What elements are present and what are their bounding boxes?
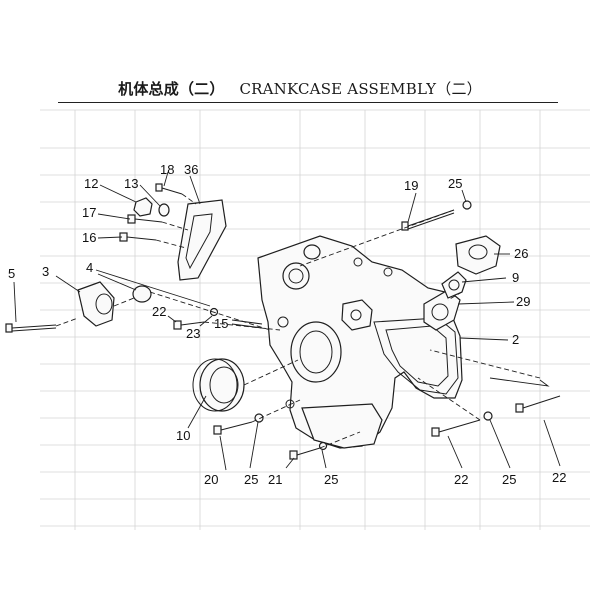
callout-21: 21 bbox=[268, 472, 282, 487]
callout-15: 15 bbox=[214, 316, 228, 331]
callout-36: 36 bbox=[184, 162, 198, 177]
bolt-part-22-lower-mid bbox=[431, 419, 481, 437]
callout-3: 3 bbox=[42, 264, 49, 279]
callout-10: 10 bbox=[176, 428, 190, 443]
bolt-part-21 bbox=[289, 447, 321, 460]
bolt-part-20 bbox=[213, 421, 253, 435]
callout-13: 13 bbox=[124, 176, 138, 191]
callout-26: 26 bbox=[514, 246, 528, 261]
assembly-axis-lines bbox=[55, 193, 550, 449]
callout-25-top: 25 bbox=[448, 176, 462, 191]
title-chinese: 机体总成（二） bbox=[118, 80, 225, 98]
bolt-part-22-lower-right bbox=[515, 395, 561, 413]
callout-18: 18 bbox=[160, 162, 174, 177]
callout-25-lower-left: 25 bbox=[244, 472, 258, 487]
callout-22-lower-right: 22 bbox=[552, 470, 566, 485]
callout-12: 12 bbox=[84, 176, 98, 191]
callout-16: 16 bbox=[82, 230, 96, 245]
callout-23: 23 bbox=[186, 326, 200, 341]
washer-part-25-lower-right bbox=[483, 411, 493, 421]
washer-part-13 bbox=[158, 203, 170, 217]
bolt-part-22-left bbox=[173, 320, 205, 330]
bolt-part-18 bbox=[155, 183, 183, 195]
title-rule bbox=[58, 102, 558, 103]
callout-9: 9 bbox=[512, 270, 519, 285]
cap-part-26 bbox=[455, 235, 501, 275]
washer-part-25-lower-mid bbox=[318, 441, 328, 451]
title-english: CRANKCASE ASSEMBLY（二） bbox=[239, 80, 482, 98]
fitting-part-9 bbox=[441, 271, 467, 299]
callout-22-lower-mid: 22 bbox=[454, 472, 468, 487]
leader-lines bbox=[13, 171, 561, 471]
callout-17: 17 bbox=[82, 205, 96, 220]
stud-part-15 bbox=[231, 319, 263, 329]
callout-20: 20 bbox=[204, 472, 218, 487]
washer-part-25-top bbox=[462, 200, 472, 210]
page-title: 机体总成（二） CRANKCASE ASSEMBLY（二） bbox=[0, 78, 600, 99]
callout-2: 2 bbox=[512, 332, 519, 347]
callout-22-left: 22 bbox=[152, 304, 166, 319]
callout-4: 4 bbox=[86, 260, 93, 275]
bracket-part-36 bbox=[177, 199, 227, 281]
callout-labels: 5 3 4 12 13 18 36 17 16 22 23 15 10 19 2… bbox=[8, 162, 566, 487]
callout-5: 5 bbox=[8, 266, 15, 281]
bolt-part-17 bbox=[127, 214, 163, 224]
bolt-part-5 bbox=[5, 323, 57, 333]
oil-seal-part-10 bbox=[192, 358, 245, 412]
nut-part-12 bbox=[133, 197, 153, 217]
housing-part-3 bbox=[77, 281, 115, 327]
o-ring-part-4 bbox=[132, 285, 152, 303]
callout-19: 19 bbox=[404, 178, 418, 193]
washer-part-25-lower-left bbox=[254, 413, 264, 423]
callout-29: 29 bbox=[516, 294, 530, 309]
crankcase-front-cover bbox=[257, 235, 463, 449]
bolt-part-16 bbox=[119, 232, 157, 242]
callout-25-lower-right: 25 bbox=[502, 472, 516, 487]
callout-25-lower-mid: 25 bbox=[324, 472, 338, 487]
